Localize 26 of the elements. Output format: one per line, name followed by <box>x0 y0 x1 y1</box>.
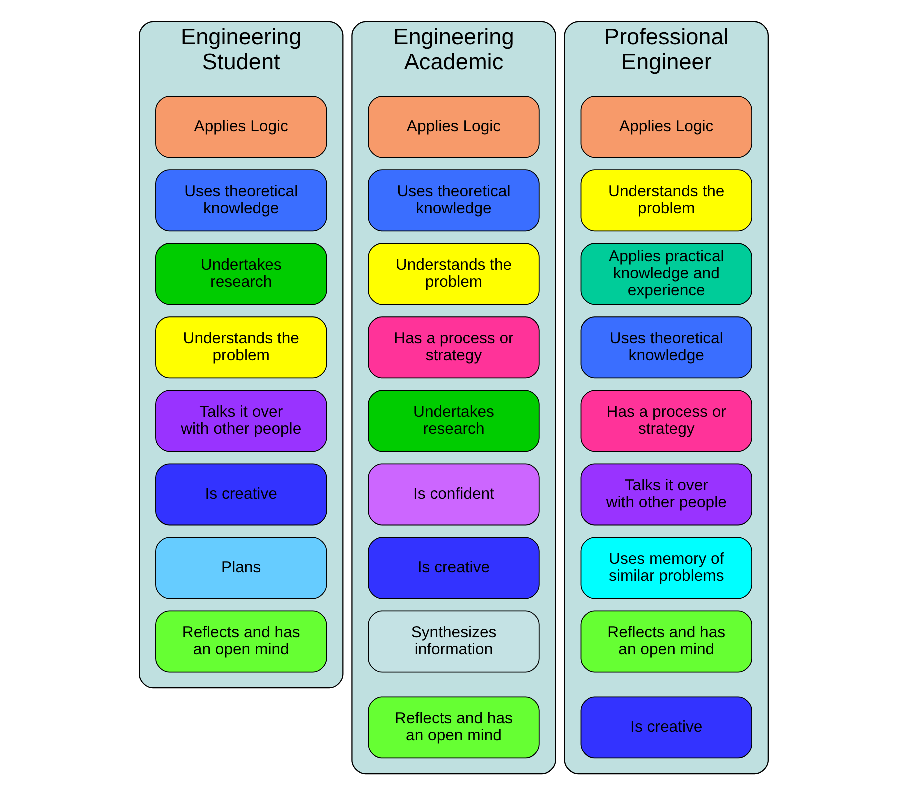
node-box: Understands the problem <box>368 243 540 306</box>
node-box: Uses theoretical knowledge <box>368 170 540 232</box>
node-box: Applies Logic <box>368 96 540 158</box>
node-box: Synthesizes information <box>368 610 540 673</box>
node-box: Understands the problem <box>156 316 328 379</box>
node-box: Talks it over with other people <box>580 464 752 526</box>
node-box: Applies practical knowledge and experience <box>580 243 752 306</box>
node-box: Talks it over with other people <box>156 390 328 452</box>
node-box: Understands the problem <box>580 170 752 232</box>
node-box: Reflects and has an open mind <box>368 696 540 759</box>
node-box: Uses theoretical knowledge <box>580 316 752 379</box>
node-box: Reflects and has an open mind <box>156 610 328 673</box>
node-box: Applies Logic <box>156 96 328 158</box>
node-box: Has a process or strategy <box>368 316 540 379</box>
node-box: Plans <box>156 537 328 600</box>
node-box: Reflects and has an open mind <box>580 610 752 673</box>
node-box: Undertakes research <box>368 390 540 452</box>
node-box: Uses theoretical knowledge <box>156 170 328 232</box>
node-box: Uses memory of similar problems <box>580 537 752 600</box>
node-box: Is creative <box>156 464 328 526</box>
node-box: Is creative <box>368 537 540 600</box>
node-box: Applies Logic <box>580 96 752 158</box>
node-box: Undertakes research <box>156 243 328 306</box>
node-box: Is creative <box>580 696 752 759</box>
node-box: Has a process or strategy <box>580 390 752 452</box>
node-box: Is confident <box>368 464 540 526</box>
